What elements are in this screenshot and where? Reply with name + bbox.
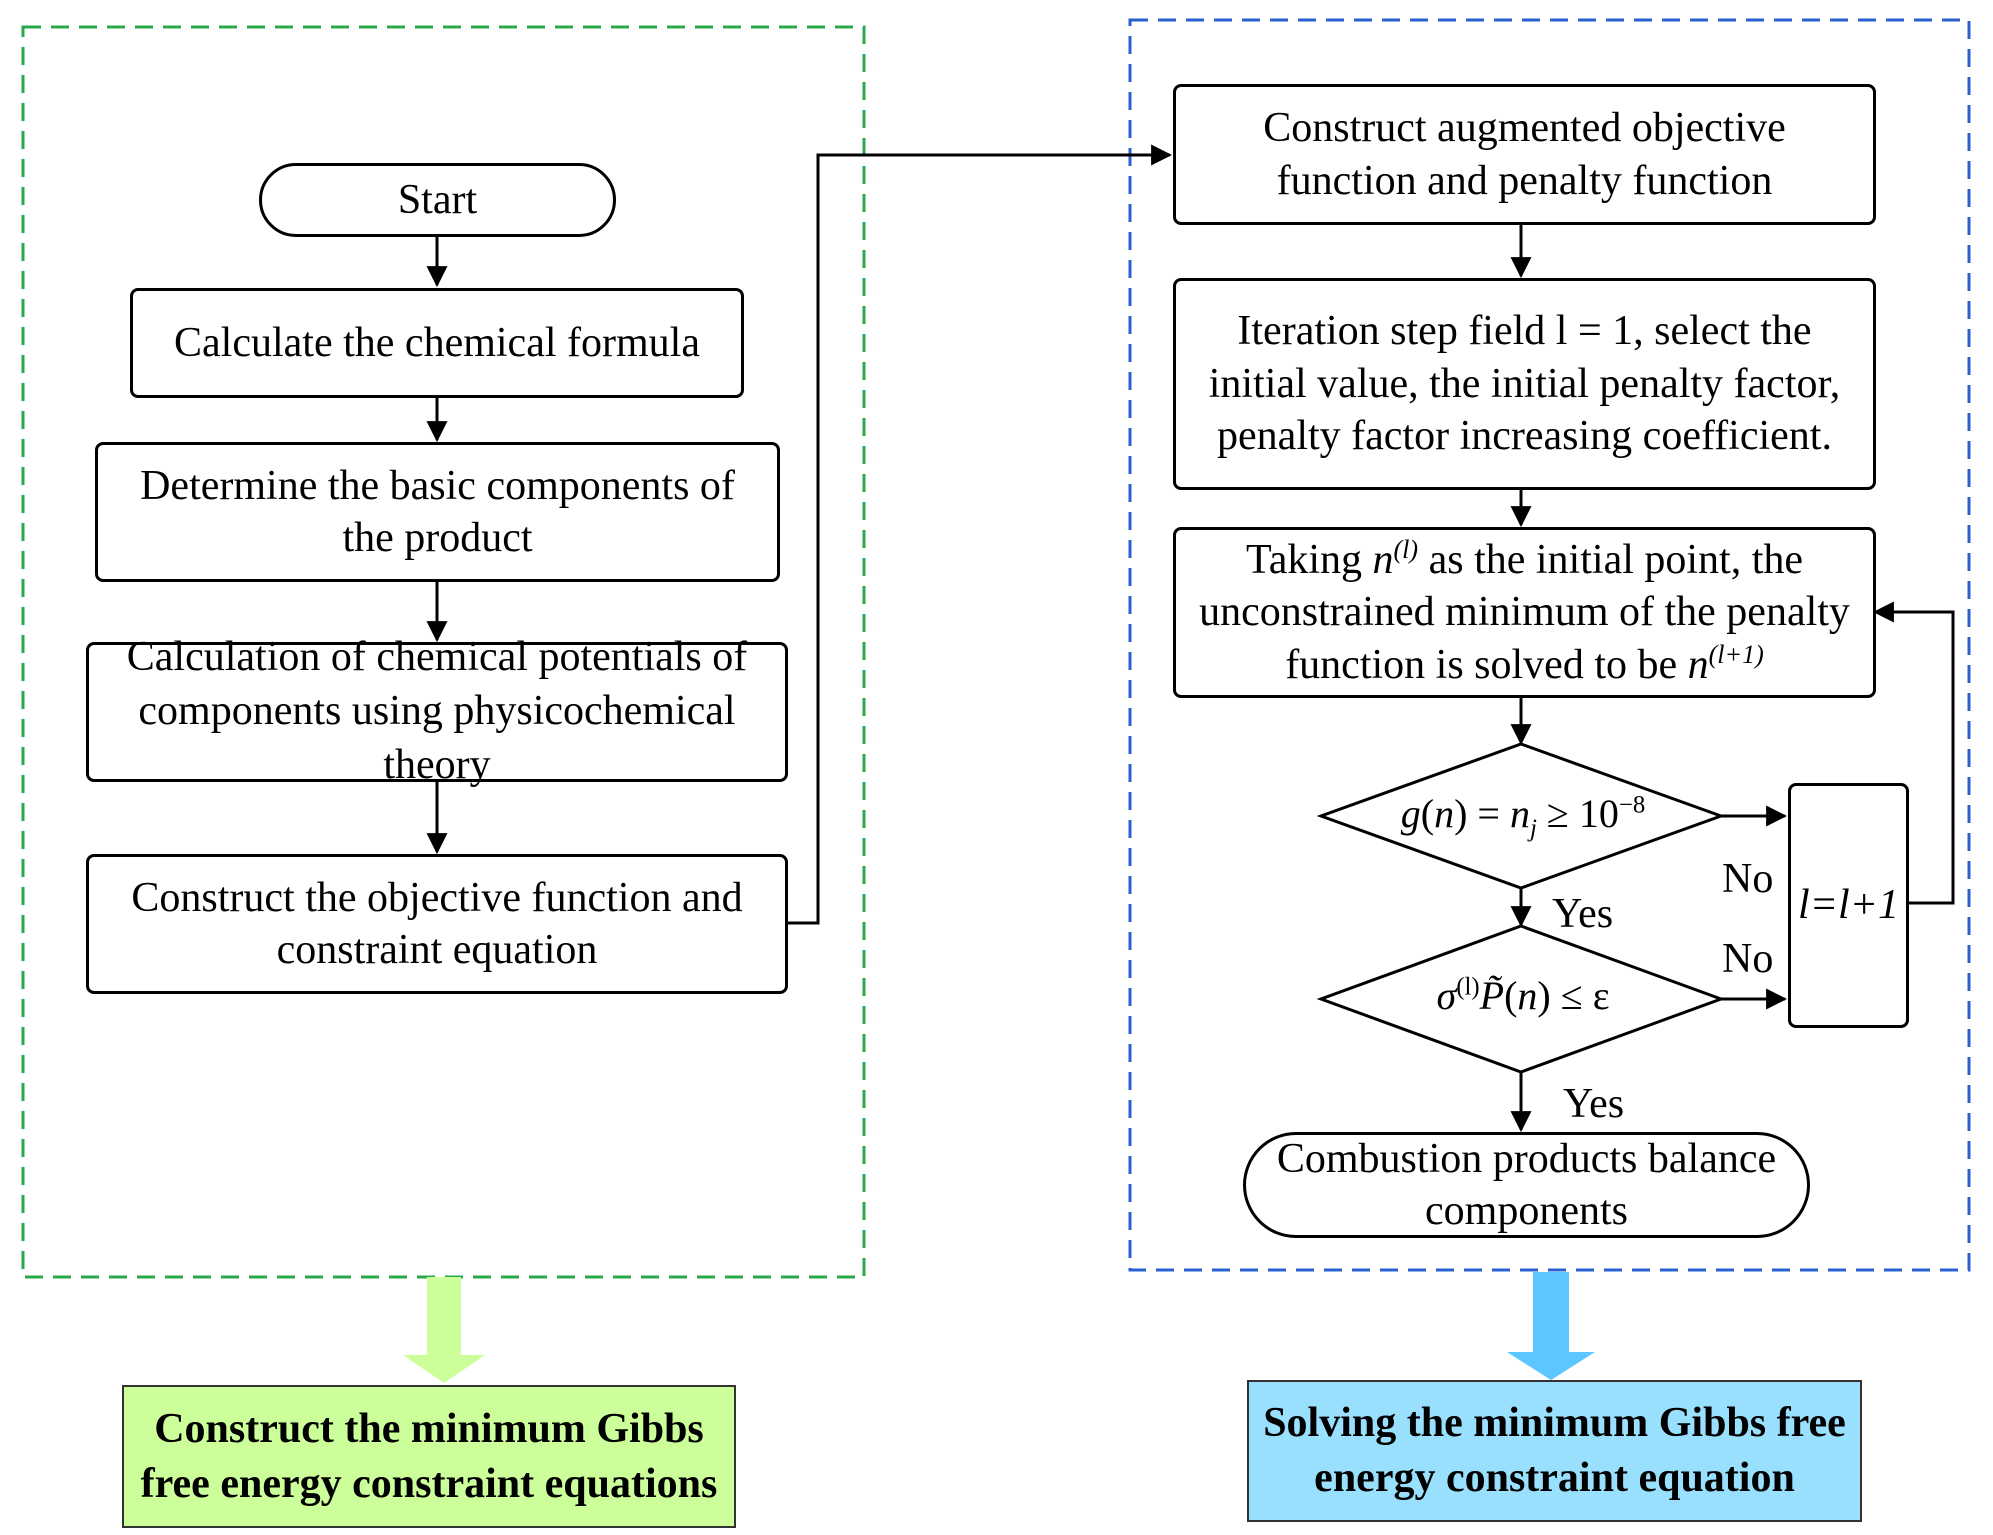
step-unconstrained-minimum: Taking n(l) as the initial point, the un… (1173, 527, 1876, 698)
label-no-2: No (1722, 936, 1774, 982)
right-caption-label: Solving the minimum Gibbs free energy co… (1263, 1400, 1846, 1501)
arrow-update-loop (1872, 601, 1955, 905)
step-chemical-potentials-label: Calculation of chemical potentials of co… (126, 634, 748, 788)
arrow-left-to-right-panel (788, 144, 1173, 925)
step-iteration-init: Iteration step field l = 1, select the i… (1173, 278, 1876, 490)
label-no-1: No (1722, 856, 1774, 902)
label-yes-1: Yes (1552, 891, 1614, 937)
step-chemical-potentials: Calculation of chemical potentials of co… (86, 634, 788, 788)
step3-var-n-l: n(l) (1372, 534, 1419, 583)
right-panel-border (1128, 18, 1971, 1272)
decision-diamond-2 (1316, 924, 1726, 1074)
update-iteration-label: l=l+1 (1797, 882, 1900, 929)
step3-text-a: Taking (1245, 536, 1363, 583)
start-terminal: Start (259, 163, 616, 237)
step-augmented-objective-label: Construct augmented objective function a… (1263, 105, 1786, 204)
step-determine-components: Determine the basic components of the pr… (95, 442, 780, 582)
decision-2-condition: σ(l)P̃(n) ≤ ε (1436, 973, 1610, 1018)
left-caption-label: Construct the minimum Gibbs free energy … (140, 1405, 718, 1507)
right-down-fat-arrow (1507, 1272, 1595, 1380)
step3-var-n-l1: n(l+1) (1687, 639, 1764, 688)
step-calculate-formula: Calculate the chemical formula (130, 288, 744, 398)
step-augmented-objective: Construct augmented objective function a… (1173, 84, 1876, 225)
decision-diamond-1 (1316, 742, 1726, 890)
left-panel-border (21, 25, 866, 1279)
decision-1-condition: g(n) = nj ≥ 10−8 (1400, 791, 1646, 842)
start-label: Start (397, 176, 478, 223)
step-iteration-init-label: Iteration step field l = 1, select the i… (1208, 308, 1841, 460)
step-calculate-formula-label: Calculate the chemical formula (174, 319, 700, 366)
left-down-fat-arrow (403, 1277, 485, 1383)
step3-text-b: as the initial point, the unconstrained … (1199, 536, 1850, 688)
end-terminal-label: Combustion products balance components (1276, 1135, 1777, 1235)
right-caption-box: Solving the minimum Gibbs free energy co… (1247, 1380, 1862, 1522)
step-construct-objective: Construct the objective function and con… (86, 854, 788, 994)
step-unconstrained-minimum-text: Taking n(l) as the initial point, the un… (1180, 534, 1869, 692)
step-determine-components-label: Determine the basic components of the pr… (140, 462, 735, 562)
end-terminal: Combustion products balance components (1243, 1132, 1810, 1238)
update-iteration-box: l=l+1 (1788, 783, 1909, 1028)
label-yes-2: Yes (1563, 1081, 1625, 1127)
step-construct-objective-label: Construct the objective function and con… (131, 874, 743, 974)
left-caption-box: Construct the minimum Gibbs free energy … (122, 1385, 736, 1528)
